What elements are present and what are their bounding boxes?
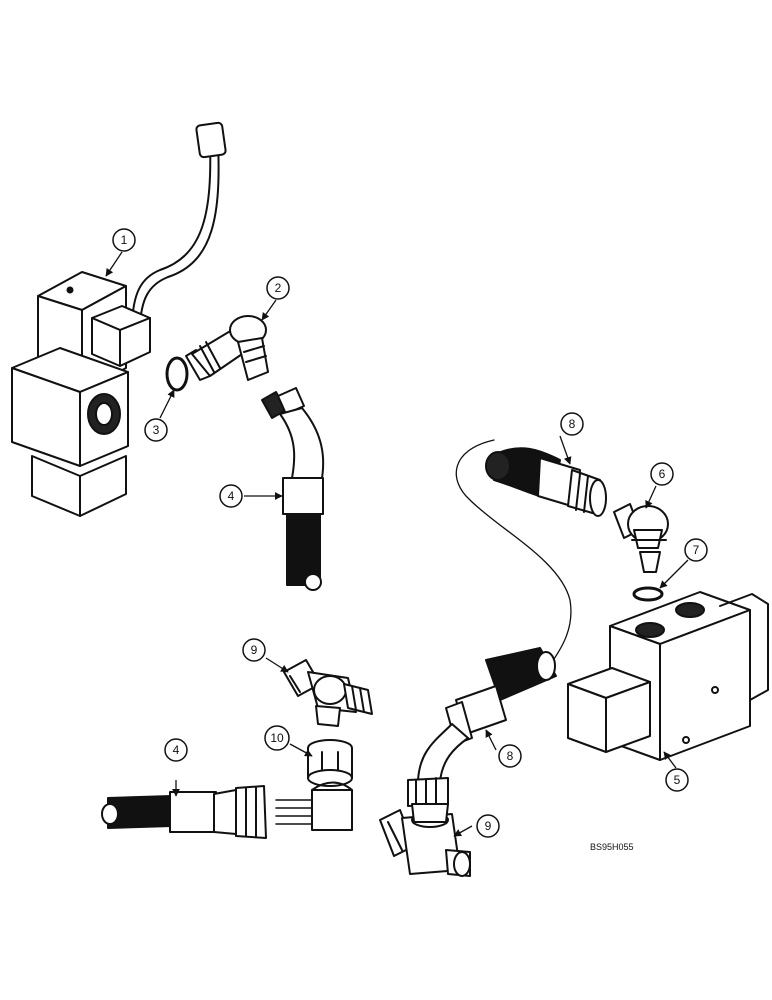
callout-9-upper: 9: [242, 638, 266, 662]
callout-label: 4: [173, 743, 180, 757]
callout-label: 3: [153, 423, 160, 437]
elbow-part: [613, 503, 669, 573]
o-ring-part: [165, 356, 189, 392]
callout-label: 2: [275, 281, 282, 295]
callout-label: 4: [228, 489, 235, 503]
callout-label: 8: [507, 749, 514, 763]
callout-label: 8: [569, 417, 576, 431]
pilot-line: [455, 439, 572, 669]
tee-fitting-upper-part: [283, 659, 373, 727]
solenoid-valve-part: [11, 121, 227, 517]
reference-code: BS95H055: [590, 842, 634, 852]
callout-label: 9: [251, 643, 258, 657]
hose-end-fitting-lower-part: [407, 647, 557, 807]
callout-label: 9: [485, 819, 492, 833]
callout-2: 2: [266, 276, 290, 300]
elbow-fitting-part: [185, 315, 269, 381]
callout-9-lower: 9: [476, 814, 500, 838]
callout-6: 6: [650, 462, 674, 486]
callout-7: 7: [684, 538, 708, 562]
swivel-nut-part: [307, 739, 353, 787]
valve-block-part: [567, 591, 769, 761]
callout-4-upper: 4: [219, 484, 243, 508]
hose-assembly-upper-part: [261, 387, 325, 591]
hose-assembly-lower-part: [101, 781, 353, 839]
callout-8-lower: 8: [498, 744, 522, 768]
callout-5: 5: [665, 768, 689, 792]
o-ring-lower-part: [632, 586, 664, 602]
callout-8-upper: 8: [560, 412, 584, 436]
hose-end-fitting-upper-part: [485, 447, 607, 517]
callout-1: 1: [112, 228, 136, 252]
callout-label: 10: [270, 731, 284, 745]
callout-label: 1: [121, 233, 128, 247]
callout-label: 5: [674, 773, 681, 787]
callout-4-lower: 4: [164, 738, 188, 762]
callout-10: 10: [264, 725, 290, 751]
callouts: 1 2 3 4 8 6 7 9: [112, 228, 708, 838]
callout-3: 3: [144, 418, 168, 442]
callout-label: 7: [693, 543, 700, 557]
callout-label: 6: [659, 467, 666, 481]
tee-fitting-lower-part: [379, 803, 471, 877]
leader-lines: [105, 251, 689, 837]
